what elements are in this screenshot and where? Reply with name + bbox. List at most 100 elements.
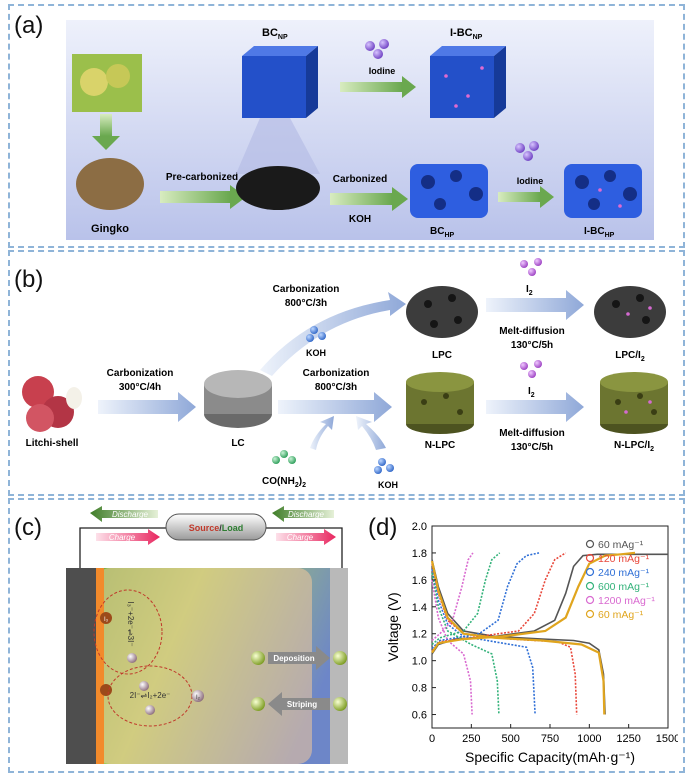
ibc-np-cube [430, 56, 494, 118]
y-tick-label: 0.6 [412, 710, 427, 722]
litchi-photo [22, 376, 54, 408]
zn-ion-dep-right [333, 651, 347, 665]
striping-arrow [268, 692, 330, 716]
charge-left-arrow [96, 529, 160, 545]
i2-top-label: I2 [526, 284, 533, 297]
deposition-label: Deposition [273, 654, 314, 663]
y-tick-label: 0.8 [412, 683, 427, 695]
legend-entry: 1200 mAg⁻¹ [598, 595, 655, 607]
legend-marker [585, 567, 595, 577]
koh-bottom-molecule [378, 458, 386, 466]
carb-300-arrow [98, 392, 196, 422]
urea-label: CO(NH2)2 [262, 476, 306, 489]
x-tick-label: 1500 [656, 733, 678, 745]
i2-molecule-label: I₂ [196, 695, 201, 701]
y-tick-label: 1.8 [412, 548, 427, 560]
nlpc-i2-label: N-LPC/I2 [614, 440, 654, 453]
melt-bottom-arrow [486, 392, 584, 422]
urea-arrow [310, 416, 334, 450]
legend-marker [585, 595, 595, 605]
y-axis-label: Voltage (V) [385, 592, 401, 661]
legend-entry: 240 mAg⁻¹ [598, 567, 650, 579]
bc-np-cube [242, 56, 306, 118]
y-tick-label: 2.0 [412, 521, 427, 533]
koh-bottom-label: KOH [378, 480, 398, 490]
i2-molecule [192, 690, 204, 702]
carbonized-arrow [330, 193, 392, 205]
deposition-arrow [268, 646, 330, 670]
nlpc-label: N-LPC [425, 440, 456, 451]
panel-b: Litchi-shell Carbonization 300°C/4h LC C… [8, 250, 685, 496]
y-tick-label: 1.0 [412, 656, 427, 668]
legend-entry: 60 mAg⁻¹ [598, 609, 644, 621]
lc-label: LC [231, 438, 244, 449]
iodide-ion-2 [145, 705, 155, 715]
carb-mid-2: 800°C/3h [315, 382, 357, 393]
lpc-i2-porous [594, 286, 666, 338]
koh-a-label: KOH [349, 214, 371, 225]
precarb-label: Pre-carbonized [166, 172, 238, 183]
koh-top-label: KOH [306, 348, 326, 358]
zn-ion-dep-left [251, 651, 265, 665]
discharge-left-label: Discharge [112, 510, 149, 519]
legend-marker [585, 539, 595, 549]
melt-top-2: 130°C/5h [511, 340, 553, 351]
carb-800-top-arrow [260, 292, 406, 376]
carb-800-mid-arrow [278, 392, 392, 422]
series-4-charge-line [431, 552, 501, 646]
precarb-arrow [160, 191, 230, 203]
source-load-pill [165, 513, 267, 541]
ibc-hp-label: I-BCHP [584, 226, 615, 239]
chart-series-group [430, 551, 668, 715]
iodine-top-label: Iodine [369, 66, 396, 76]
series-6-discharge-line [430, 560, 606, 715]
x-axis-label: Specific Capacity(mAh·g⁻¹) [465, 749, 635, 765]
bc-np-label: BCNP [262, 27, 288, 41]
gingko-label: Gingko [91, 223, 129, 235]
legend-marker [585, 609, 595, 619]
zn-ion-strip-left [251, 697, 265, 711]
striping-label: Striping [287, 700, 317, 709]
legend-entry: 60 mAg⁻¹ [598, 539, 644, 551]
panel-b-figure: Litchi-shell Carbonization 300°C/4h LC C… [22, 258, 668, 490]
iodine-molecule-top [365, 41, 375, 51]
panel-d-label: (d) [368, 514, 398, 541]
charge-right-label: Charge [287, 533, 314, 542]
x-tick-label: 1000 [577, 733, 601, 745]
reaction-cycle-top [93, 589, 163, 675]
carb-top-1: Carbonization [273, 284, 340, 295]
lpc-i2-label: LPC/I2 [615, 350, 645, 363]
lpc-porous [406, 286, 478, 338]
ibc-np-label: I-BCNP [450, 27, 483, 41]
panel-b-label: (b) [14, 266, 44, 293]
series-6-charge-line [431, 551, 636, 654]
down-arrow [100, 114, 112, 136]
koh-top-molecule [310, 326, 318, 334]
iodine-top-arrow [340, 82, 402, 92]
dried-gingko-photo [76, 158, 144, 210]
i2-bottom-molecule [520, 362, 528, 370]
panel-c-label: (c) [14, 514, 42, 541]
zinc-anode [330, 568, 348, 764]
i3-ion-label: I₃ [104, 617, 109, 623]
iodine-bottom-arrow [498, 192, 540, 202]
panel-cd: Source/Load Discharge Discharge Charge C… [8, 498, 685, 773]
iodine-molecule-bottom [515, 143, 525, 153]
carb-top-2: 800°C/3h [285, 298, 327, 309]
legend-marker [585, 553, 595, 563]
discharge-left-arrow [90, 506, 158, 522]
lpc-label: LPC [432, 350, 452, 361]
discharge-right-arrow [272, 506, 334, 522]
koh-bottom-arrow [356, 416, 386, 450]
urea-molecule [272, 456, 280, 464]
legend-entry: 120 mAg⁻¹ [598, 553, 650, 565]
melt-bottom-1: Melt-diffusion [499, 428, 565, 439]
reaction-top-label: I₃⁻+2e⁻⇌3I⁻ [126, 601, 135, 646]
series-5-discharge-line [431, 579, 473, 715]
melt-top-1: Melt-diffusion [499, 326, 565, 337]
y-tick-label: 1.6 [412, 575, 427, 587]
x-tick-label: 1250 [616, 733, 640, 745]
panel-c-figure: Source/Load Discharge Discharge Charge C… [66, 506, 348, 764]
